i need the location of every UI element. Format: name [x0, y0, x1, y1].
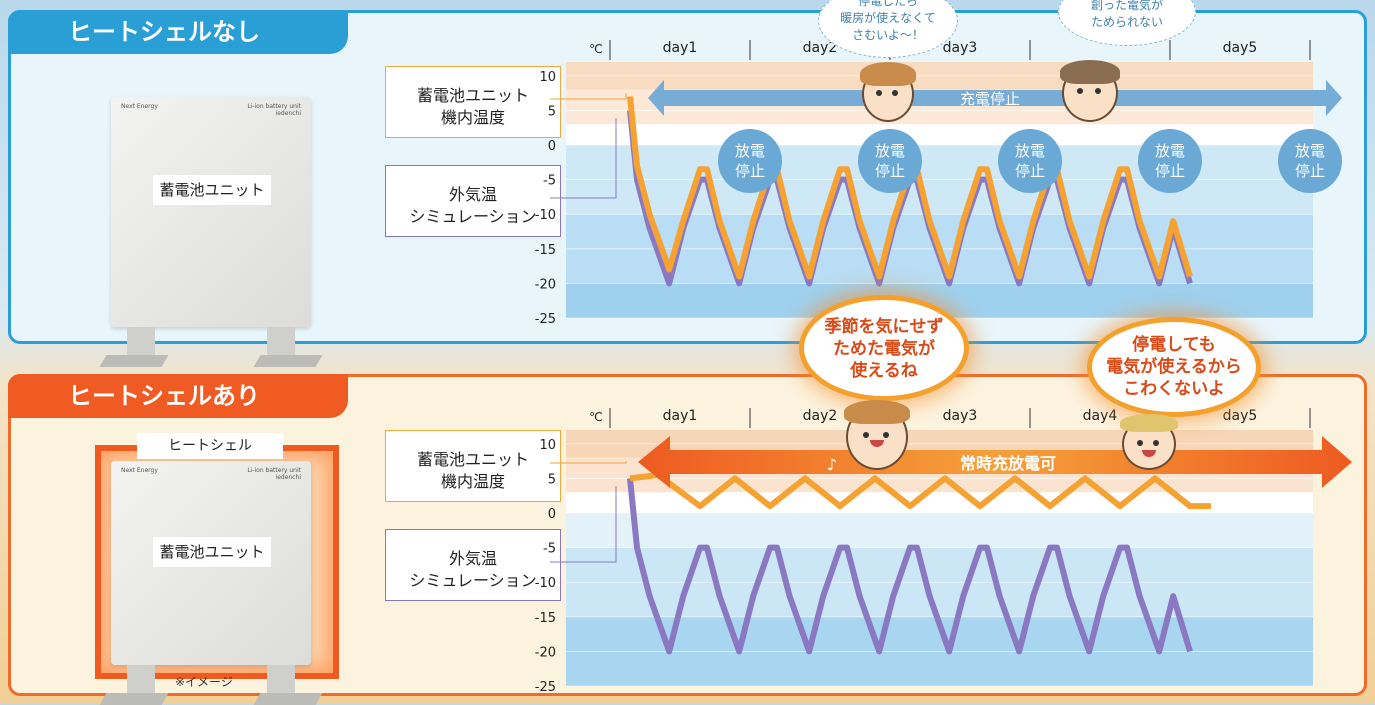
y-tick-label: -20 — [535, 277, 556, 292]
discharge-stop-text-2: 停止 — [1295, 162, 1325, 180]
y-tick-label: 10 — [539, 438, 556, 453]
discharge-stop-circle — [718, 129, 782, 193]
discharge-stop-text-1: 放電 — [875, 142, 905, 160]
y-tick-label: -25 — [535, 680, 556, 695]
y-tick-label: -5 — [543, 174, 556, 189]
discharge-stop-text-2: 停止 — [735, 162, 765, 180]
y-tick-label: 0 — [548, 139, 556, 154]
legend-internal-temp: 蓄電池ユニット機内温度 — [385, 430, 561, 502]
discharge-stop-circle — [858, 129, 922, 193]
x-category-label: day2 — [803, 408, 838, 424]
x-category-label: day5 — [1223, 408, 1258, 424]
discharge-stop-circle — [1138, 129, 1202, 193]
legend-outdoor-temp: 外気温シミュレーション — [385, 165, 561, 237]
legend-connector-internal — [550, 93, 627, 100]
speech-bubble-blackout: 停電しても電気が使えるからこわくないよ — [1092, 322, 1256, 412]
band-2 — [566, 124, 1313, 146]
unit-label: 蓄電池ユニット — [153, 175, 271, 205]
always-charge-arrow — [638, 436, 1352, 488]
y-tick-label: -10 — [535, 576, 556, 591]
charge-stop-label: 充電停止 — [960, 90, 1020, 108]
discharge-stop-text-1: 放電 — [1155, 142, 1185, 160]
discharge-stop-text-2: 停止 — [875, 162, 905, 180]
music-note-icon: ♪ — [827, 455, 837, 474]
heatshell-label: ヒートシェル — [137, 433, 283, 459]
discharge-stop-text-1: 放電 — [1295, 142, 1325, 160]
legend-outdoor-temp: 外気温シミュレーション — [385, 529, 561, 601]
brand-logo: Next Energy — [121, 467, 158, 474]
bottom-annotations: 常時充放電可 ♪ — [638, 436, 1352, 488]
x-category-label: day4 — [1083, 408, 1118, 424]
x-category-label: day1 — [663, 408, 698, 424]
speech-bubble-anytime: 季節を気にせずためた電気が使えるね — [804, 300, 964, 396]
discharge-stop-text-2: 停止 — [1015, 162, 1045, 180]
band-5 — [566, 283, 1313, 318]
x-category-label: day3 — [943, 40, 978, 56]
panel-title: ヒートシェルあり — [8, 374, 348, 418]
y-unit-label: ℃ — [589, 42, 602, 56]
discharge-stop-circle — [1278, 129, 1342, 193]
discharge-stop-text-1: 放電 — [735, 142, 765, 160]
y-tick-label: -25 — [535, 312, 556, 327]
y-tick-label: 5 — [548, 104, 556, 119]
x-category-label: day5 — [1223, 40, 1258, 56]
discharge-stop-text-2: 停止 — [1155, 162, 1185, 180]
girl-happy-icon — [844, 400, 910, 470]
series-internal-line — [629, 472, 1211, 510]
series-outdoor-line — [627, 478, 1193, 655]
always-charge-label: 常時充放電可 — [960, 454, 1056, 473]
chart-without-heatshell: 10 5 0 -5 -10 -15 -20 -25 ℃ day1 day2 day3 day5 — [535, 40, 1313, 327]
x-category-label: day3 — [943, 408, 978, 424]
girl-crying-icon — [860, 62, 916, 122]
y-tick-label: -10 — [535, 208, 556, 223]
boy-worried-icon — [1060, 60, 1120, 122]
y-unit-label: ℃ — [589, 410, 602, 424]
discharge-stop-circle — [998, 129, 1062, 193]
brand-logo: Next Energy — [121, 103, 158, 110]
y-tick-label: -15 — [535, 611, 556, 626]
legend-connector-internal — [550, 461, 627, 464]
panel-title: ヒートシェルなし — [8, 10, 348, 54]
band-3 — [566, 513, 1313, 548]
y-tick-label: 5 — [548, 472, 556, 487]
speech-bubble-cold: 停電したら暖房が使えなくてさむいよ〜！ — [818, 0, 958, 58]
band-2 — [566, 492, 1313, 514]
image-note: ※イメージ — [175, 675, 233, 689]
discharge-stop-text-1: 放電 — [1015, 142, 1045, 160]
x-category-label: day2 — [803, 40, 838, 56]
legend-connector-outdoor — [550, 486, 617, 563]
x-category-label: day1 — [663, 40, 698, 56]
y-tick-label: 10 — [539, 70, 556, 85]
legend-connector-outdoor — [550, 118, 617, 199]
y-tick-label: 0 — [548, 507, 556, 522]
y-tick-label: -15 — [535, 243, 556, 258]
y-tick-label: -5 — [543, 542, 556, 557]
boy-happy-icon — [1120, 414, 1178, 470]
charge-stop-arrow — [648, 80, 1342, 116]
y-tick-label: -20 — [535, 645, 556, 660]
legend-internal-temp: 蓄電池ユニット機内温度 — [385, 66, 561, 138]
unit-label: 蓄電池ユニット — [153, 537, 271, 567]
